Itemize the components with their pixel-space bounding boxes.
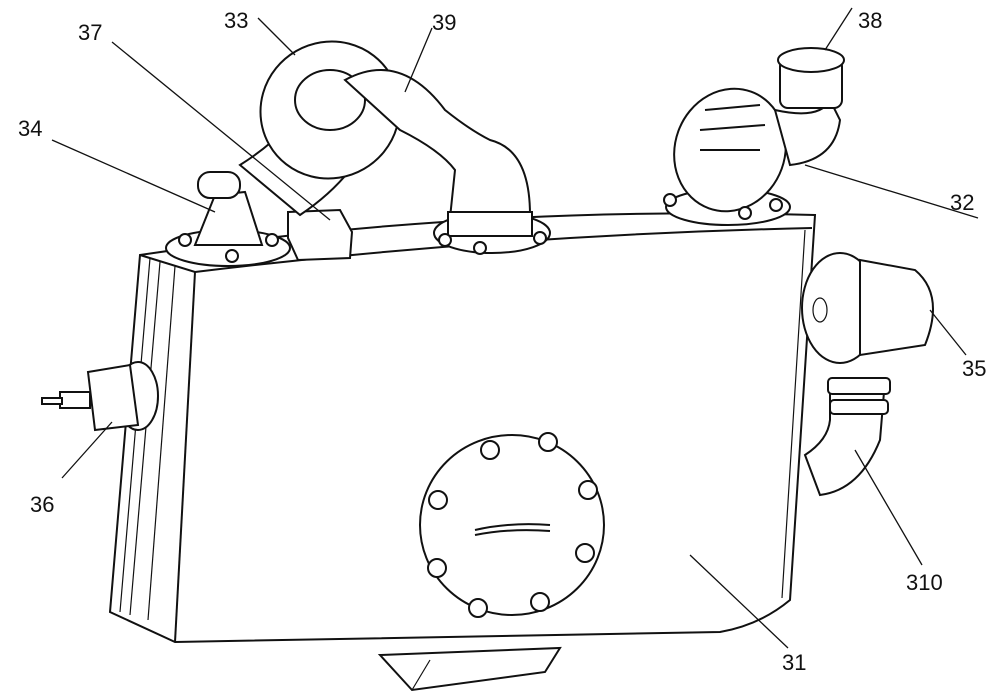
- label-38: 38: [858, 8, 882, 33]
- level-sensor: [41, 361, 159, 432]
- outlet-valve-assembly: [663, 47, 845, 226]
- label-36: 36: [30, 492, 54, 517]
- label-310: 310: [906, 570, 943, 595]
- inlet-elbow-assembly: [238, 40, 551, 255]
- label-34: 34: [18, 116, 42, 141]
- label-31: 31: [782, 650, 806, 675]
- side-valve-assembly: [801, 252, 934, 497]
- label-32: 32: [950, 190, 974, 215]
- bracket: [287, 208, 354, 262]
- leader-lines: [51, 7, 979, 649]
- side-connector: [165, 171, 291, 267]
- tank-body: [108, 212, 817, 692]
- label-37: 37: [78, 20, 102, 45]
- label-33: 33: [224, 8, 248, 33]
- manhole-cover: [419, 432, 605, 618]
- label-35: 35: [962, 356, 986, 381]
- label-39: 39: [432, 10, 456, 35]
